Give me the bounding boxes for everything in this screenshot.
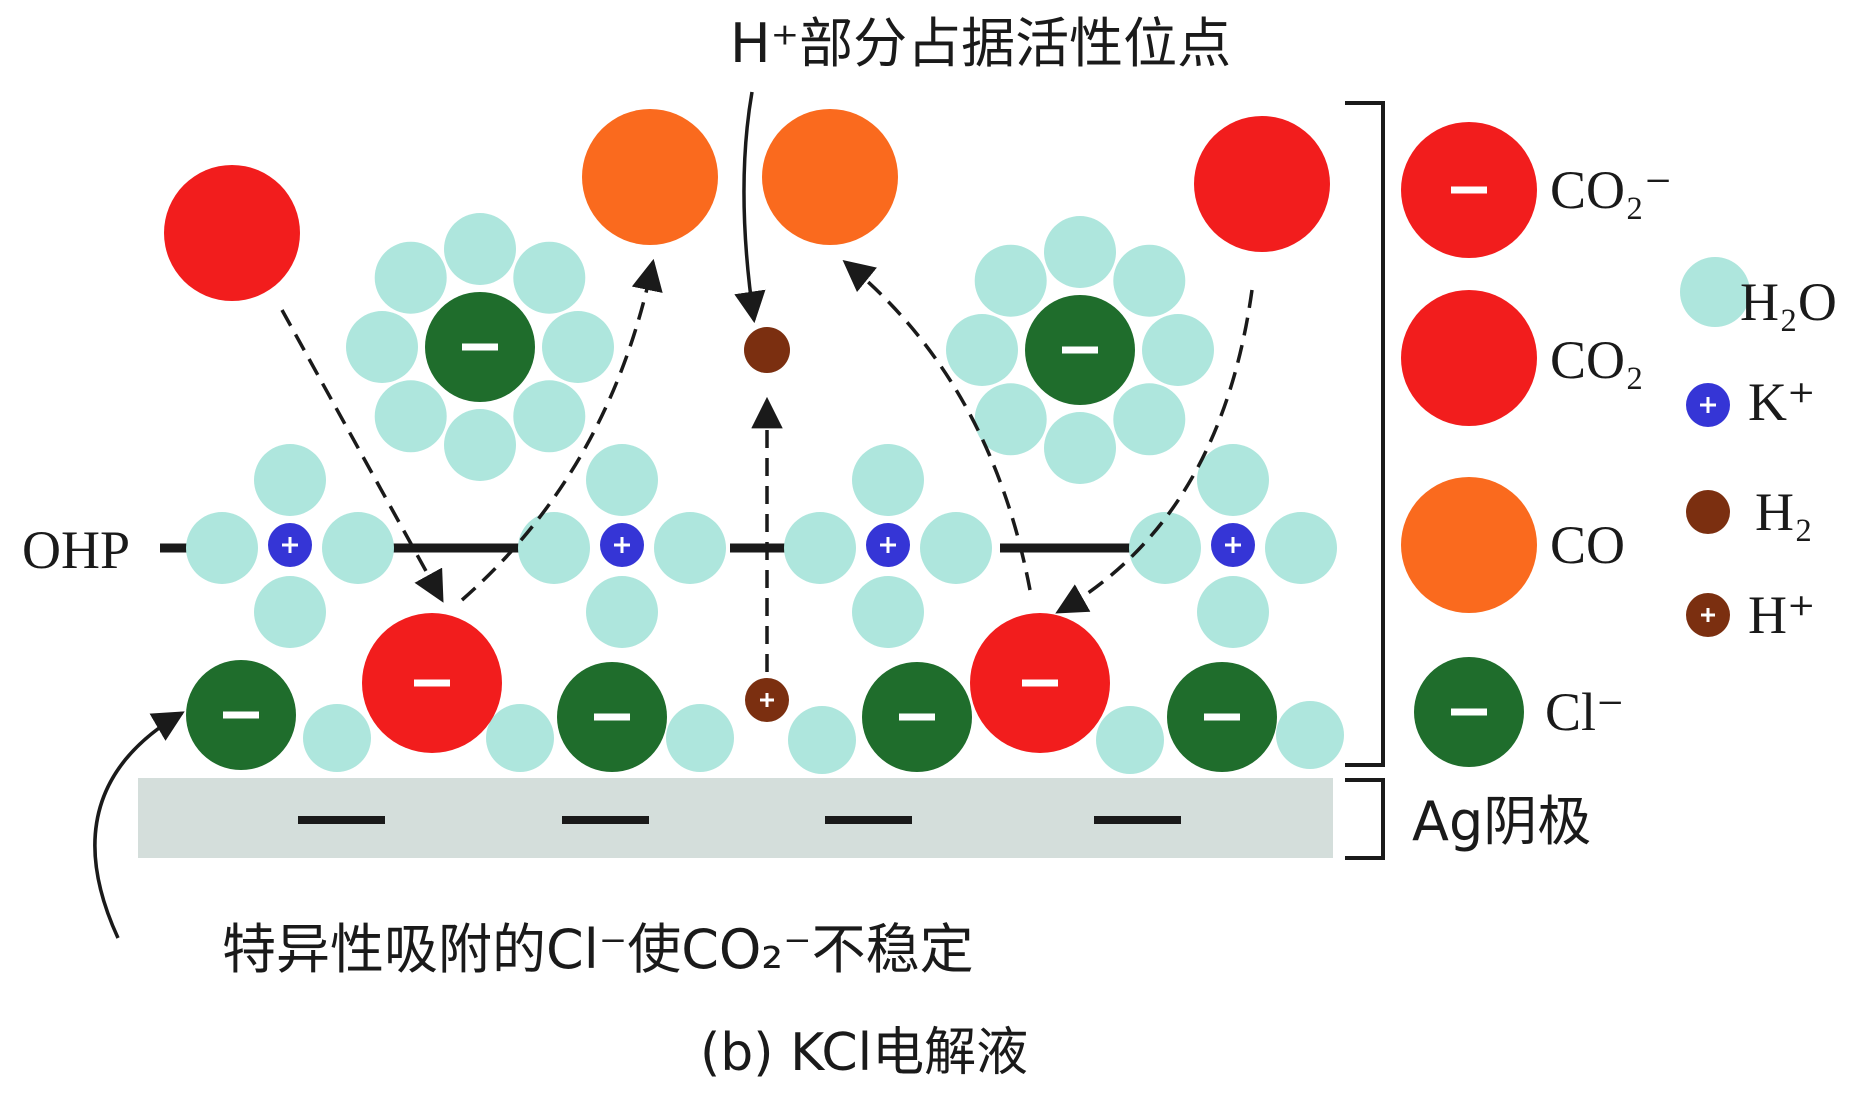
water-molecule <box>1113 383 1186 456</box>
water-molecule <box>303 704 371 772</box>
water-molecule <box>852 576 924 648</box>
water-molecule <box>322 512 394 584</box>
water-molecule <box>444 409 516 481</box>
water-molecule <box>788 706 856 774</box>
legend-h2-label: H₂ <box>1755 482 1813 542</box>
chloride-ion <box>1167 662 1277 772</box>
legend-co-swatch <box>1401 477 1537 613</box>
water-molecule <box>374 241 447 314</box>
co2-molecule <box>1194 116 1330 252</box>
water-molecule <box>346 311 418 383</box>
potassium-ions-ohp <box>268 523 1255 567</box>
water-molecule <box>784 512 856 584</box>
water-molecule <box>654 512 726 584</box>
adsorbed-chloride-ions <box>186 660 1277 772</box>
water-molecule <box>852 444 924 516</box>
potassium-ion <box>600 523 644 567</box>
co-molecule <box>582 109 718 245</box>
water-molecules <box>186 213 1344 774</box>
water-molecule <box>518 512 590 584</box>
water-molecule <box>1096 706 1164 774</box>
legend-h2o-label: H₂O <box>1740 272 1837 332</box>
h2-molecule <box>744 327 790 373</box>
legend-co2-anion <box>1401 122 1537 258</box>
legend-h-plus-label: H⁺ <box>1748 585 1816 645</box>
arrow-co-desorb-right <box>842 260 1032 591</box>
water-molecule <box>513 241 586 314</box>
legend-co2-swatch <box>1401 290 1537 426</box>
water-molecule <box>513 380 586 453</box>
water-molecule <box>586 444 658 516</box>
electrode-label: Ag阴极 <box>1412 790 1591 853</box>
water-molecule <box>586 576 658 648</box>
water-molecule <box>254 444 326 516</box>
arrow-co2-adsorb-right <box>1055 289 1254 614</box>
potassium-ion <box>1211 523 1255 567</box>
potassium-ion <box>268 523 312 567</box>
water-molecule <box>1197 444 1269 516</box>
co2-anion <box>362 613 502 753</box>
water-molecule <box>920 512 992 584</box>
water-molecule <box>974 244 1047 317</box>
reaction-arrows <box>93 91 1254 939</box>
legend-h2-swatch <box>1686 490 1730 534</box>
legend-co-label: CO <box>1550 515 1625 575</box>
top-annotation: H⁺部分占据活性位点 <box>730 12 1231 75</box>
legend-cl-label: Cl⁻ <box>1545 682 1625 742</box>
water-molecule <box>542 311 614 383</box>
water-molecule <box>374 380 447 453</box>
water-molecule <box>1113 244 1186 317</box>
water-molecule <box>1197 576 1269 648</box>
arrow-co-desorb-left <box>460 258 663 602</box>
adsorbed-proton <box>745 678 789 722</box>
water-molecule <box>666 704 734 772</box>
water-molecule <box>1265 512 1337 584</box>
adsorbed-co2-anions <box>362 613 1110 753</box>
legend-co2-anion-label: CO₂⁻ <box>1550 160 1672 220</box>
caption: (b) KCl电解液 <box>700 1023 1028 1083</box>
legend-k <box>1686 383 1730 427</box>
arrow-bottom-annotation <box>93 711 185 939</box>
co2-molecule <box>164 165 300 301</box>
arrow-top-annotation <box>734 91 766 324</box>
water-molecule <box>974 383 1047 456</box>
bottom-annotation: 特异性吸附的Cl⁻使CO₂⁻不稳定 <box>222 918 974 981</box>
legend-cl <box>1414 657 1524 767</box>
legend-h-plus <box>1686 593 1730 637</box>
ohp-label: OHP <box>22 520 130 580</box>
water-molecule <box>1044 216 1116 288</box>
water-molecule <box>254 576 326 648</box>
chloride-ion <box>186 660 296 770</box>
hydrated-chloride-right <box>1025 295 1135 405</box>
water-molecule <box>1142 314 1214 386</box>
chloride-ion <box>862 662 972 772</box>
legend-h2o-swatch <box>1680 257 1750 327</box>
water-molecule <box>1044 412 1116 484</box>
region-bracket <box>1345 101 1385 860</box>
potassium-ion <box>866 523 910 567</box>
hydrated-chloride-left <box>425 292 535 402</box>
water-molecule <box>486 704 554 772</box>
chloride-ion <box>557 662 667 772</box>
legend-co2-label: CO₂ <box>1550 330 1644 390</box>
water-molecule <box>1129 512 1201 584</box>
water-molecule <box>946 314 1018 386</box>
legend-k-label: K⁺ <box>1748 372 1816 432</box>
water-molecule <box>1276 701 1344 769</box>
water-molecule <box>186 512 258 584</box>
co2-anion <box>970 613 1110 753</box>
water-molecule <box>444 213 516 285</box>
co-molecule <box>762 109 898 245</box>
